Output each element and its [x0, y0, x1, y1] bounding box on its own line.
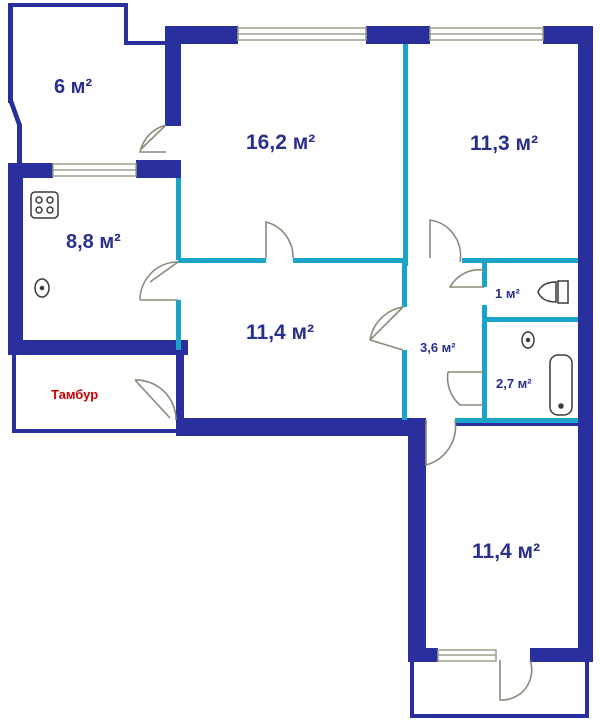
door-kitchen	[139, 261, 179, 301]
window-kitchen	[52, 163, 137, 177]
room-label-living-room: 11,4 м²	[246, 321, 315, 344]
sink-icon	[34, 278, 50, 298]
balcony-top-wall-step	[124, 41, 168, 45]
door-wc	[448, 268, 485, 288]
window-bottom	[437, 649, 497, 662]
balcony-top-wall-top	[10, 3, 128, 7]
toilet-icon	[537, 280, 569, 304]
balcony-top-wall-left	[8, 3, 13, 103]
corridor-bottom-wall-left	[176, 418, 416, 436]
right-wall-upper	[578, 26, 593, 432]
stove-icon	[30, 191, 59, 219]
outer-walls	[8, 3, 593, 718]
wall-kitchen-corridor	[176, 300, 181, 350]
balcony-top-wall-right-step	[124, 3, 128, 45]
left-wall	[8, 163, 23, 355]
door-entrance	[134, 379, 177, 421]
vestibule-left-wall	[12, 355, 16, 433]
room-label-room-top-middle: 16,2 м²	[246, 131, 316, 154]
door-bath	[446, 371, 484, 406]
door-balcony	[139, 124, 167, 153]
wall-hall-wc-lower	[482, 305, 487, 418]
wall-hall-wc	[482, 263, 487, 287]
vestibule-right-wall	[176, 350, 184, 420]
lower-wing-bottom-left	[408, 648, 438, 662]
wall-kitchen-room	[176, 178, 181, 260]
bathtub-icon	[549, 354, 573, 416]
wall-bath-bottom	[455, 418, 578, 423]
vestibule-bottom-wall	[12, 429, 177, 433]
room-label-room-bottom-right: 11,4 м²	[472, 540, 541, 563]
door-right-room	[429, 219, 462, 263]
room-label-hall: 3,6 м²	[420, 340, 456, 355]
doors	[134, 124, 533, 701]
wall-living-hall-lower	[402, 350, 407, 420]
window-top-left	[237, 27, 367, 41]
window-top-right	[429, 27, 544, 41]
top-wall-left	[165, 26, 238, 44]
wall-wc-bath	[482, 317, 578, 322]
balcony-top-wall-diag	[8, 100, 22, 165]
room-label-balcony-top: 6 м²	[54, 76, 93, 98]
right-wall-lower	[578, 420, 593, 660]
kitchen-bottom-wall	[8, 340, 188, 355]
wash-basin-icon	[521, 331, 535, 349]
room-label-kitchen: 8,8 м²	[66, 231, 121, 253]
wall-room-living-left	[178, 258, 266, 263]
door-room-top	[265, 220, 294, 259]
balcony-bottom-right	[585, 660, 589, 718]
lower-wing-left-wall	[408, 418, 426, 660]
top-wall-mid	[366, 26, 430, 44]
balcony-bottom-base	[410, 714, 589, 718]
wall-balcony-room	[165, 26, 181, 126]
lower-wing-bottom-right	[530, 648, 593, 662]
inner-walls	[176, 44, 578, 423]
windows	[52, 27, 544, 662]
door-lower-room	[425, 419, 457, 467]
wall-room-living-right	[293, 258, 406, 263]
door-living	[369, 306, 404, 351]
room-label-toilet: 1 м²	[495, 286, 520, 301]
balcony-bottom-left	[410, 660, 414, 718]
room-label-vestibule: Тамбур	[51, 387, 99, 402]
wall-right-room-bottom	[462, 258, 578, 263]
room-label-bathroom: 2,7 м²	[496, 376, 532, 391]
door-balcony-bottom	[499, 659, 533, 701]
wall-living-hall	[402, 263, 407, 307]
room-label-room-top-right: 11,3 м²	[470, 132, 539, 155]
wall-room-divider	[403, 44, 408, 266]
kitchen-top-wall-right	[136, 160, 181, 178]
